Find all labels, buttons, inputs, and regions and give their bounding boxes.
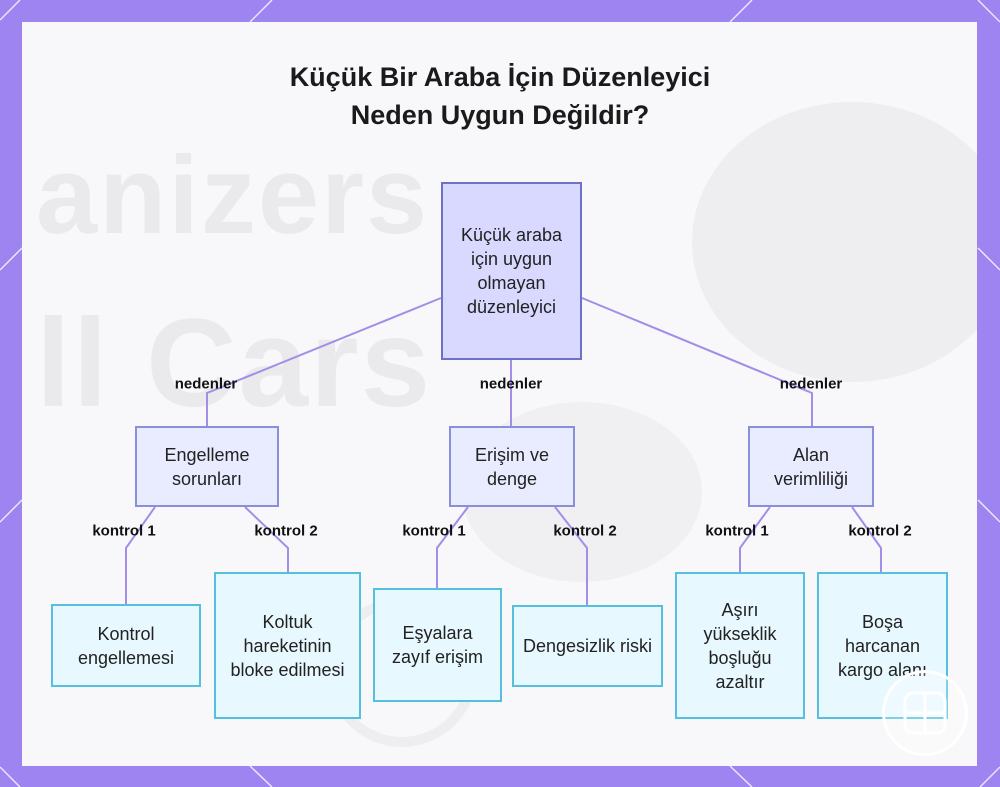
- connector-branch-3-child-1: [739, 506, 771, 573]
- leaf-node-2-2: Dengesizlik riski: [512, 605, 663, 687]
- connector-branch-2-child-2: [554, 506, 588, 605]
- branch-node-3-label: Alan verimliliği: [773, 444, 848, 489]
- leaf-node-3-1: Aşırı yükseklik boşluğu azaltır: [675, 572, 805, 719]
- connector-root-branch-3: [581, 297, 813, 426]
- branch-node-2-label: Erişim ve denge: [474, 444, 549, 489]
- leaf-node-1-1-label: Kontrol engellemesi: [77, 623, 175, 668]
- branch-node-2: Erişim ve denge: [449, 426, 575, 507]
- edge-label-branch-3: nedenler: [779, 375, 843, 393]
- leaf-node-1-1: Kontrol engellemesi: [51, 604, 201, 687]
- edge-label-branch-1-child-2: kontrol 2: [254, 522, 318, 540]
- leaf-node-2-1-label: Eşyalara zayıf erişim: [391, 623, 483, 667]
- leaf-node-3-1-label: Aşırı yükseklik boşluğu azaltır: [703, 599, 777, 692]
- edge-label-branch-1: nedenler: [174, 375, 238, 393]
- edge-label-branch-3-child-2: kontrol 2: [848, 522, 912, 540]
- page-title: Küçük Bir Araba İçin Düzenleyici Neden U…: [0, 58, 1000, 134]
- leaf-node-2-2-label: Dengesizlik riski: [522, 636, 653, 656]
- root-node-label: Küçük araba için uygun olmayan düzenleyi…: [460, 225, 563, 317]
- root-node: Küçük araba için uygun olmayan düzenleyi…: [441, 182, 582, 360]
- logo-glyph: [903, 691, 947, 735]
- edge-label-branch-1-child-1: kontrol 1: [92, 522, 156, 540]
- title-line-1: Küçük Bir Araba İçin Düzenleyici: [289, 62, 711, 92]
- leaf-node-1-2-label: Koltuk hareketinin bloke edilmesi: [230, 611, 345, 680]
- edge-label-branch-3-child-1: kontrol 1: [705, 522, 769, 540]
- leaf-node-3-2-label: Boşa harcanan kargo alanı: [837, 611, 928, 680]
- edge-label-branch-2: nedenler: [479, 375, 543, 393]
- connector-root-branch-1: [206, 297, 442, 426]
- connector-branch-2-child-1: [436, 506, 469, 588]
- connector-branch-3-child-2: [851, 506, 882, 573]
- branch-node-3: Alan verimliliği: [748, 426, 874, 507]
- connector-branch-1-child-1: [125, 506, 156, 604]
- title-line-2: Neden Uygun Değildir?: [350, 100, 650, 130]
- edge-label-branch-2-child-1: kontrol 1: [402, 522, 466, 540]
- branch-node-1: Engelleme sorunları: [135, 426, 279, 507]
- logo-badge-icon: [882, 670, 968, 756]
- edge-label-branch-2-child-2: kontrol 2: [553, 522, 617, 540]
- branch-node-1-label: Engelleme sorunları: [164, 444, 250, 489]
- connector-branch-1-child-2: [244, 506, 289, 573]
- leaf-node-1-2: Koltuk hareketinin bloke edilmesi: [214, 572, 361, 719]
- leaf-node-2-1: Eşyalara zayıf erişim: [373, 588, 502, 702]
